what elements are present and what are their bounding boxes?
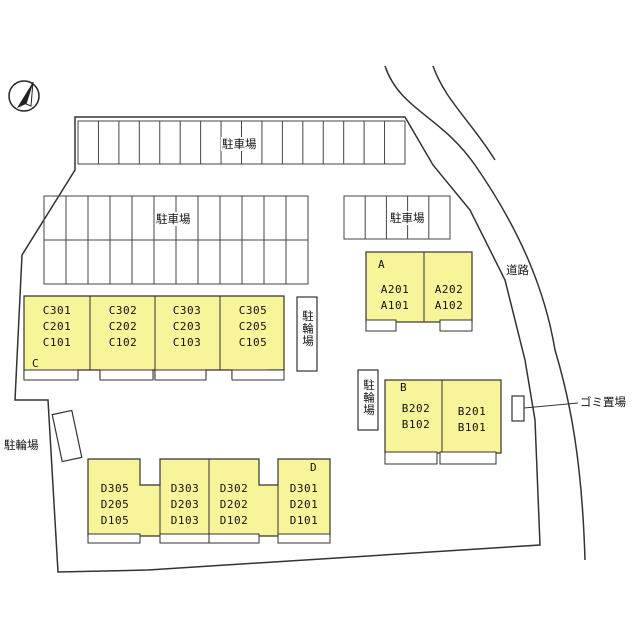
road-label: 道路 [506,263,529,277]
garbage-area [511,395,525,422]
building-a [365,251,473,332]
building-c [23,295,285,381]
building-d-letter: D [310,461,318,474]
garbage-label: ゴミ置場 [580,395,626,409]
parking-mid-label: 駐車場 [155,212,192,226]
parking-mid [43,195,309,285]
bike-b-label: 駐輪場 [362,379,376,417]
bike-parking-left [51,409,83,463]
bike-parking-center [296,296,318,372]
parking-top [77,120,406,165]
site-boundary [14,116,541,573]
bike-center-label: 駐輪場 [301,310,315,348]
parking-right-label: 駐車場 [389,211,426,225]
building-a-letter: A [378,258,386,271]
bike-parking-b [357,369,379,431]
bike-left-label: 駐輪場 [4,438,39,452]
north-arrow-icon [8,80,40,112]
road-edge [384,65,586,561]
building-b-letter: B [400,381,408,394]
parking-top-label: 駐車場 [221,137,258,151]
road-edge-left [432,65,496,161]
building-c-letter: C [32,357,40,370]
building-b [384,379,502,465]
building-d [87,458,331,544]
